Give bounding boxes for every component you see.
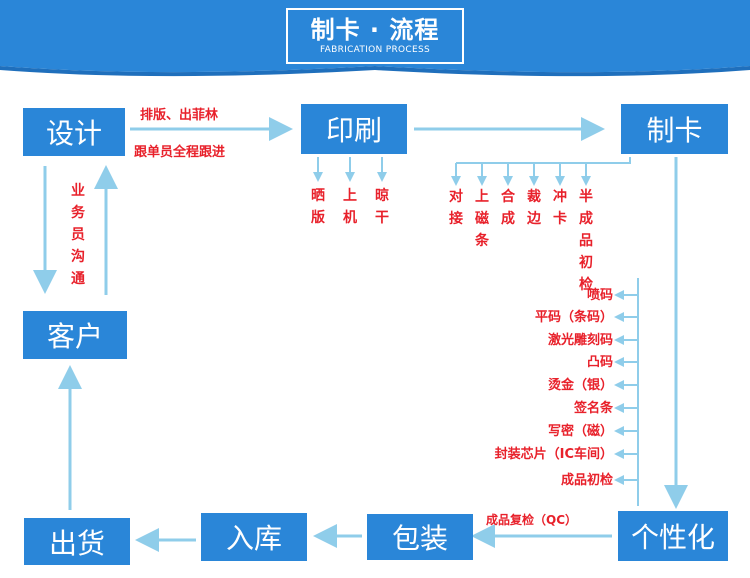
card-step: 对接 [449, 189, 463, 227]
card-step: 上磁条 [475, 189, 489, 249]
print-step: 晾干 [375, 188, 389, 226]
header-title-box: 制卡 · 流程 FABRICATION PROCESS [286, 8, 464, 64]
page-subtitle: FABRICATION PROCESS [319, 45, 431, 55]
label-merchandiser-follow: 跟单员全程跟进 [134, 145, 226, 160]
print-step: 上机 [343, 188, 357, 226]
card-step: 半成品初检 [579, 189, 593, 293]
label-qc: 成品复检（QC） [486, 513, 578, 527]
personalization-step: 凸码 [586, 355, 613, 370]
node-packaging: 包装 [367, 514, 473, 560]
personalization-step: 签名条 [573, 401, 613, 416]
personalization-step: 喷码 [586, 288, 613, 303]
node-design: 设计 [23, 108, 125, 156]
node-customer: 客户 [23, 311, 127, 359]
node-shipping: 出货 [24, 518, 130, 565]
header-banner [0, 0, 750, 77]
node-card-making: 制卡 [621, 104, 728, 154]
card-step: 合成 [501, 189, 515, 227]
node-warehousing: 入库 [201, 513, 307, 561]
label-salesperson-communication: 业务员沟通 [71, 183, 85, 287]
personalization-step: 成品初检 [560, 473, 613, 488]
page-title: 制卡 · 流程 [310, 16, 440, 44]
personalization-step: 写密（磁） [547, 424, 613, 439]
card-step: 裁边 [527, 189, 541, 227]
card-step: 冲卡 [553, 189, 567, 227]
print-step: 晒版 [311, 188, 325, 226]
node-personalization: 个性化 [618, 511, 728, 561]
personalization-step: 封装芯片（IC车间） [494, 447, 613, 462]
node-print: 印刷 [301, 104, 407, 154]
personalization-step: 烫金（银） [547, 378, 613, 393]
personalization-step: 激光雕刻码 [547, 333, 613, 348]
personalization-step: 平码（条码） [534, 310, 613, 325]
label-typeset-film: 排版、出菲林 [140, 108, 219, 123]
